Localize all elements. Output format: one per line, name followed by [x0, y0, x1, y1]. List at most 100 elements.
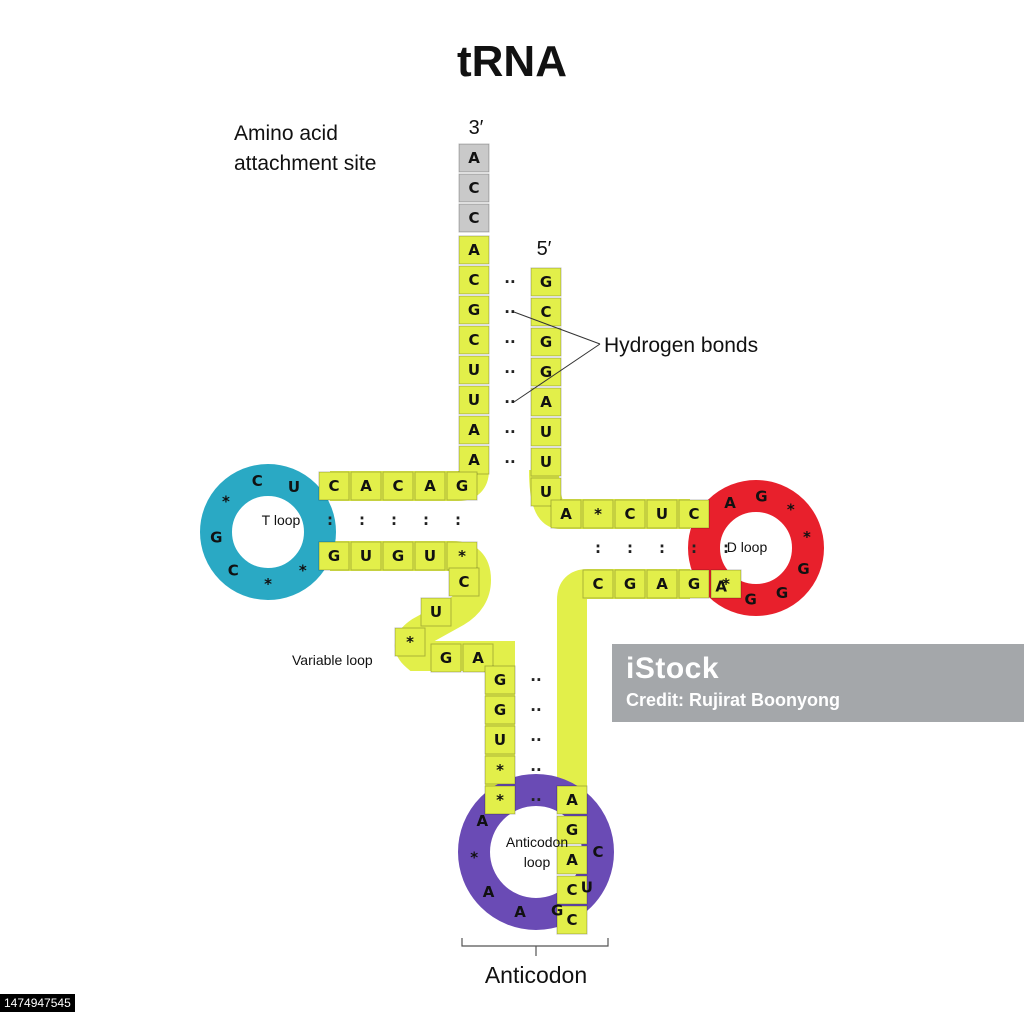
- acceptor-stem-3-cell: A: [458, 235, 490, 265]
- d-loop-nucleotide: A: [715, 578, 727, 596]
- acceptor-bond: ··: [504, 423, 515, 441]
- nucleotide-letter: C: [392, 477, 403, 495]
- anticodon-stem-right-cell: A: [556, 785, 588, 815]
- watermark-credit: Credit: Rujirat Boonyong: [626, 690, 840, 710]
- variable-loop-cell: C: [448, 567, 480, 597]
- nucleotide-letter: C: [592, 575, 603, 593]
- anticodon-stem-right-cell: A: [556, 845, 588, 875]
- nucleotide-letter: G: [755, 487, 767, 505]
- t-loop-nucleotide: C: [252, 472, 263, 490]
- acceptor-stem-3-cell: C: [458, 265, 490, 295]
- anticodon-stem-left-cell: U: [484, 725, 516, 755]
- nucleotide-letter: A: [724, 494, 736, 512]
- d-loop-nucleotide: G: [755, 487, 767, 505]
- acceptor-stem-3-cell: A: [458, 415, 490, 445]
- nucleotide-letter: U: [360, 547, 372, 565]
- nucleotide-letter: U: [468, 361, 480, 379]
- t-loop-nucleotide: *: [222, 492, 230, 510]
- t-loop-nucleotide: C: [228, 562, 239, 580]
- watermark-banner: [612, 644, 1024, 722]
- d-stem-bond: :: [627, 539, 633, 557]
- anticodon-loop-nucleotide: U: [581, 879, 593, 897]
- nucleotide-letter: C: [566, 881, 577, 899]
- acceptor-end-cell: C: [458, 173, 490, 203]
- nucleotide-letter: C: [688, 505, 699, 523]
- t-loop-nucleotide: *: [264, 575, 272, 593]
- t-stem-bond: :: [423, 511, 429, 529]
- d-stem-lower-cell: G: [614, 569, 646, 599]
- amino-acid-label-line2: attachment site: [234, 152, 376, 175]
- anticodon-stem-left-cell: G: [484, 695, 516, 725]
- d-stem-bond: :: [691, 539, 697, 557]
- anticodon-stem-bond: ··: [530, 731, 541, 749]
- t-stem-upper-cell: A: [414, 471, 446, 501]
- anticodon-stem-bond: ··: [530, 701, 541, 719]
- anticodon-bracket: [461, 938, 609, 956]
- variable-loop-cell: *: [394, 627, 426, 657]
- nucleotide-letter: A: [472, 649, 484, 667]
- d-loop-label: D loop: [727, 539, 768, 555]
- nucleotide-letter: C: [592, 843, 603, 861]
- nucleotide-letter: A: [566, 851, 578, 869]
- acceptor-stem-5-cell: A: [530, 387, 562, 417]
- diagram-title: tRNA: [457, 37, 567, 86]
- anticodon-stem-left-cell: G: [484, 665, 516, 695]
- nucleotide-letter: C: [468, 179, 479, 197]
- acceptor-stem-3-cell: G: [458, 295, 490, 325]
- nucleotide-letter: G: [566, 821, 578, 839]
- nucleotide-letter: G: [540, 363, 552, 381]
- anticodon-loop-nucleotide: G: [551, 901, 563, 919]
- hydrogen-bonds-pointer: [513, 311, 601, 403]
- acceptor-bond: ··: [504, 273, 515, 291]
- acceptor-end-cell: C: [458, 203, 490, 233]
- nucleotide-letter: U: [656, 505, 668, 523]
- acceptor-stem-5-cell: G: [530, 357, 562, 387]
- t-stem-upper-cell: A: [350, 471, 382, 501]
- acceptor-stem-3-cell: U: [458, 385, 490, 415]
- anticodon-loop-nucleotide: A: [514, 903, 526, 921]
- nucleotide-letter: G: [797, 560, 809, 578]
- t-stem-lower-cell: G: [318, 541, 350, 571]
- nucleotide-letter: A: [468, 241, 480, 259]
- nucleotide-letter: G: [494, 701, 506, 719]
- nucleotide-letter: C: [540, 303, 551, 321]
- nucleotide-letter: *: [496, 791, 504, 809]
- d-stem-upper-cell: C: [614, 499, 646, 529]
- d-stem-upper-cell: A: [550, 499, 582, 529]
- t-stem-upper-cell: C: [382, 471, 414, 501]
- acceptor-stem-3-cell: A: [458, 445, 490, 475]
- nucleotide-letter: *: [470, 848, 478, 866]
- nucleotide-letter: *: [264, 575, 272, 593]
- nucleotide-letter: *: [722, 575, 730, 593]
- nucleotide-letter: C: [468, 331, 479, 349]
- acceptor-stem-5-cell: U: [530, 417, 562, 447]
- nucleotide-letter: G: [456, 477, 468, 495]
- anticodon-loop-nucleotide: C: [592, 843, 603, 861]
- anticodon-stem-bond: ··: [530, 761, 541, 779]
- t-stem-lower-cell: U: [350, 541, 382, 571]
- nucleotide-letter: G: [776, 584, 788, 602]
- nucleotide-letter: C: [228, 562, 239, 580]
- nucleotide-letter: G: [540, 273, 552, 291]
- nucleotide-letter: A: [715, 578, 727, 596]
- t-loop-label: T loop: [262, 512, 301, 528]
- amino-acid-label-line1: Amino acid: [234, 122, 338, 145]
- acceptor-stem-5-cell: U: [530, 447, 562, 477]
- t-stem-bond: :: [359, 511, 365, 529]
- anticodon-stem-bond: ··: [530, 671, 541, 689]
- acceptor-bond: ··: [504, 453, 515, 471]
- d-loop: [688, 480, 824, 616]
- acceptor-stem-5-cell: G: [530, 327, 562, 357]
- nucleotide-letter: A: [560, 505, 572, 523]
- nucleotide-letter: A: [360, 477, 372, 495]
- acceptor-bond: ··: [504, 303, 515, 321]
- nucleotide-letter: G: [624, 575, 636, 593]
- five-prime-label: 5′: [537, 238, 552, 260]
- acceptor-bond: ··: [504, 333, 515, 351]
- stock-id-badge: 1474947545: [0, 994, 75, 1012]
- t-loop-nucleotide: U: [288, 478, 300, 496]
- nucleotide-letter: A: [468, 421, 480, 439]
- nucleotide-letter: U: [494, 731, 506, 749]
- t-loop-nucleotide: *: [299, 562, 307, 580]
